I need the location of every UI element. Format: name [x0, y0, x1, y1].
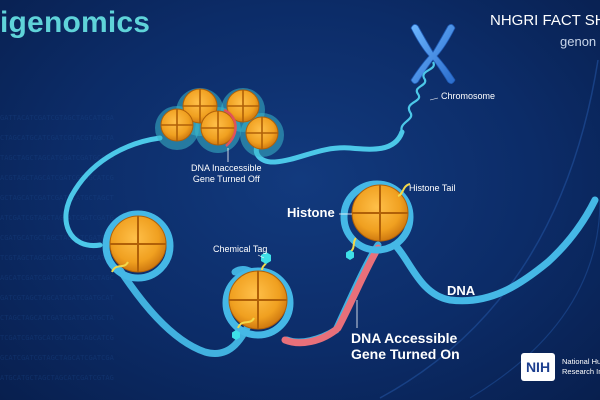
leader-line [257, 254, 265, 259]
nih-institute-line1: National Hum [562, 357, 600, 366]
dna-strand-right [391, 196, 599, 305]
dna-accessible-label: DNA Accessible Gene Turned On [351, 330, 460, 362]
dna-inaccessible-segment [223, 108, 237, 147]
dna-accessible-line2: Gene Turned On [351, 346, 460, 362]
dna-label: DNA [447, 283, 476, 298]
nucleosome-left [102, 210, 174, 282]
svg-text:TCGTAGCTAGCATCGATCGATGCATGC: TCGTAGCTAGCATCGATCGATGCATGC [0, 254, 114, 262]
svg-text:GCTAGCATCGATCGATGCATGCTAGCT: GCTAGCATCGATCGATGCATGCTAGCT [0, 194, 115, 202]
histone-tail-icon [397, 183, 411, 197]
svg-text:CTAGCATGCATCGATCGTACGTAGCTA: CTAGCATGCATCGATCGTACGTAGCTA [0, 134, 115, 142]
svg-text:GCATCGATCGTAGCTAGCATCGATCGA: GCATCGATCGTAGCTAGCATCGATCGA [0, 354, 115, 362]
svg-text:CTAGCTAGCATCGATCGATGCATGCTA: CTAGCTAGCATCGATCGATGCATGCTA [0, 314, 115, 322]
chemical-tag-icon [346, 250, 354, 260]
fact-sheet-heading: NHGRI FACT SH [490, 12, 600, 29]
dna-coil [400, 61, 435, 133]
histone-label: Histone [287, 205, 335, 220]
dna-accessible-segment [281, 244, 382, 347]
chemical-tag-icon [232, 330, 240, 340]
decorative-arc [379, 59, 599, 399]
site-name: genon [560, 34, 597, 49]
histone-tail-icon [237, 317, 255, 329]
svg-text:CGATGCATGCTAGCTAGCATCGATCGA: CGATGCATGCTAGCTAGCATCGATCGA [0, 234, 115, 242]
svg-text:ATCGATCGTAGCTAGCATCGATCGATG: ATCGATCGTAGCTAGCATCGATCGATG [0, 214, 114, 222]
dna-inaccessible-line2: Gene Turned Off [192, 174, 260, 184]
decorative-arc [469, 199, 600, 399]
nih-institute-name: National Hum Research Ins [562, 357, 600, 377]
histone-cluster [155, 88, 284, 157]
dna-inaccessible-label: DNA Inaccessible Gene Turned Off [191, 163, 262, 185]
svg-text:ACGTAGCTAGCATCGATCGTAGCATCG: ACGTAGCTAGCATCGATCGTAGCATCG [0, 174, 114, 182]
nucleosome-middle [222, 252, 294, 340]
background-sequence-pattern: GATTACATCGATCGTAGCTAGCATCGA CTAGCATGCATC… [0, 114, 115, 382]
svg-text:GATCGTAGCTAGCATCGATCGATGCAT: GATCGTAGCTAGCATCGATCGATGCAT [0, 294, 115, 302]
svg-text:GATTACATCGATCGTAGCTAGCATCGA: GATTACATCGATCGTAGCTAGCATCGA [0, 114, 115, 122]
nucleosome-right [340, 180, 414, 260]
nih-institute-line2: Research Ins [562, 367, 600, 376]
dna-accessible-line1: DNA Accessible [351, 330, 458, 346]
dna-inaccessible-line1: DNA Inaccessible [191, 163, 262, 173]
chromosome-label: Chromosome [441, 91, 496, 101]
nih-logo-mark: NIH [525, 359, 551, 375]
svg-text:TCGATCGATGCATGCTAGCTAGCATCG: TCGATCGATGCATGCTAGCTAGCATCG [0, 334, 114, 342]
chromosome-icon [410, 24, 456, 84]
histone-tail-label: Histone Tail [409, 183, 456, 193]
leader-line [429, 97, 439, 101]
histone-tail-icon [111, 261, 129, 273]
svg-text:AGCATCGATCGATGCATGCTAGCTAGC: AGCATCGATCGATGCATGCTAGCTAGC [0, 274, 114, 282]
page-title: igenomics [0, 6, 151, 39]
svg-text:ATGCATGCTAGCTAGCATCGATCGTAG: ATGCATGCTAGCTAGCATCGATCGTAG [0, 374, 114, 382]
chemical-tag-icon [261, 252, 271, 264]
nih-logo: NIH [521, 353, 555, 381]
chemical-tag-label: Chemical Tag [213, 244, 268, 254]
svg-text:TAGCTAGCTAGCATCGATCGATGCATG: TAGCTAGCTAGCATCGATCGATGCATG [0, 154, 114, 162]
